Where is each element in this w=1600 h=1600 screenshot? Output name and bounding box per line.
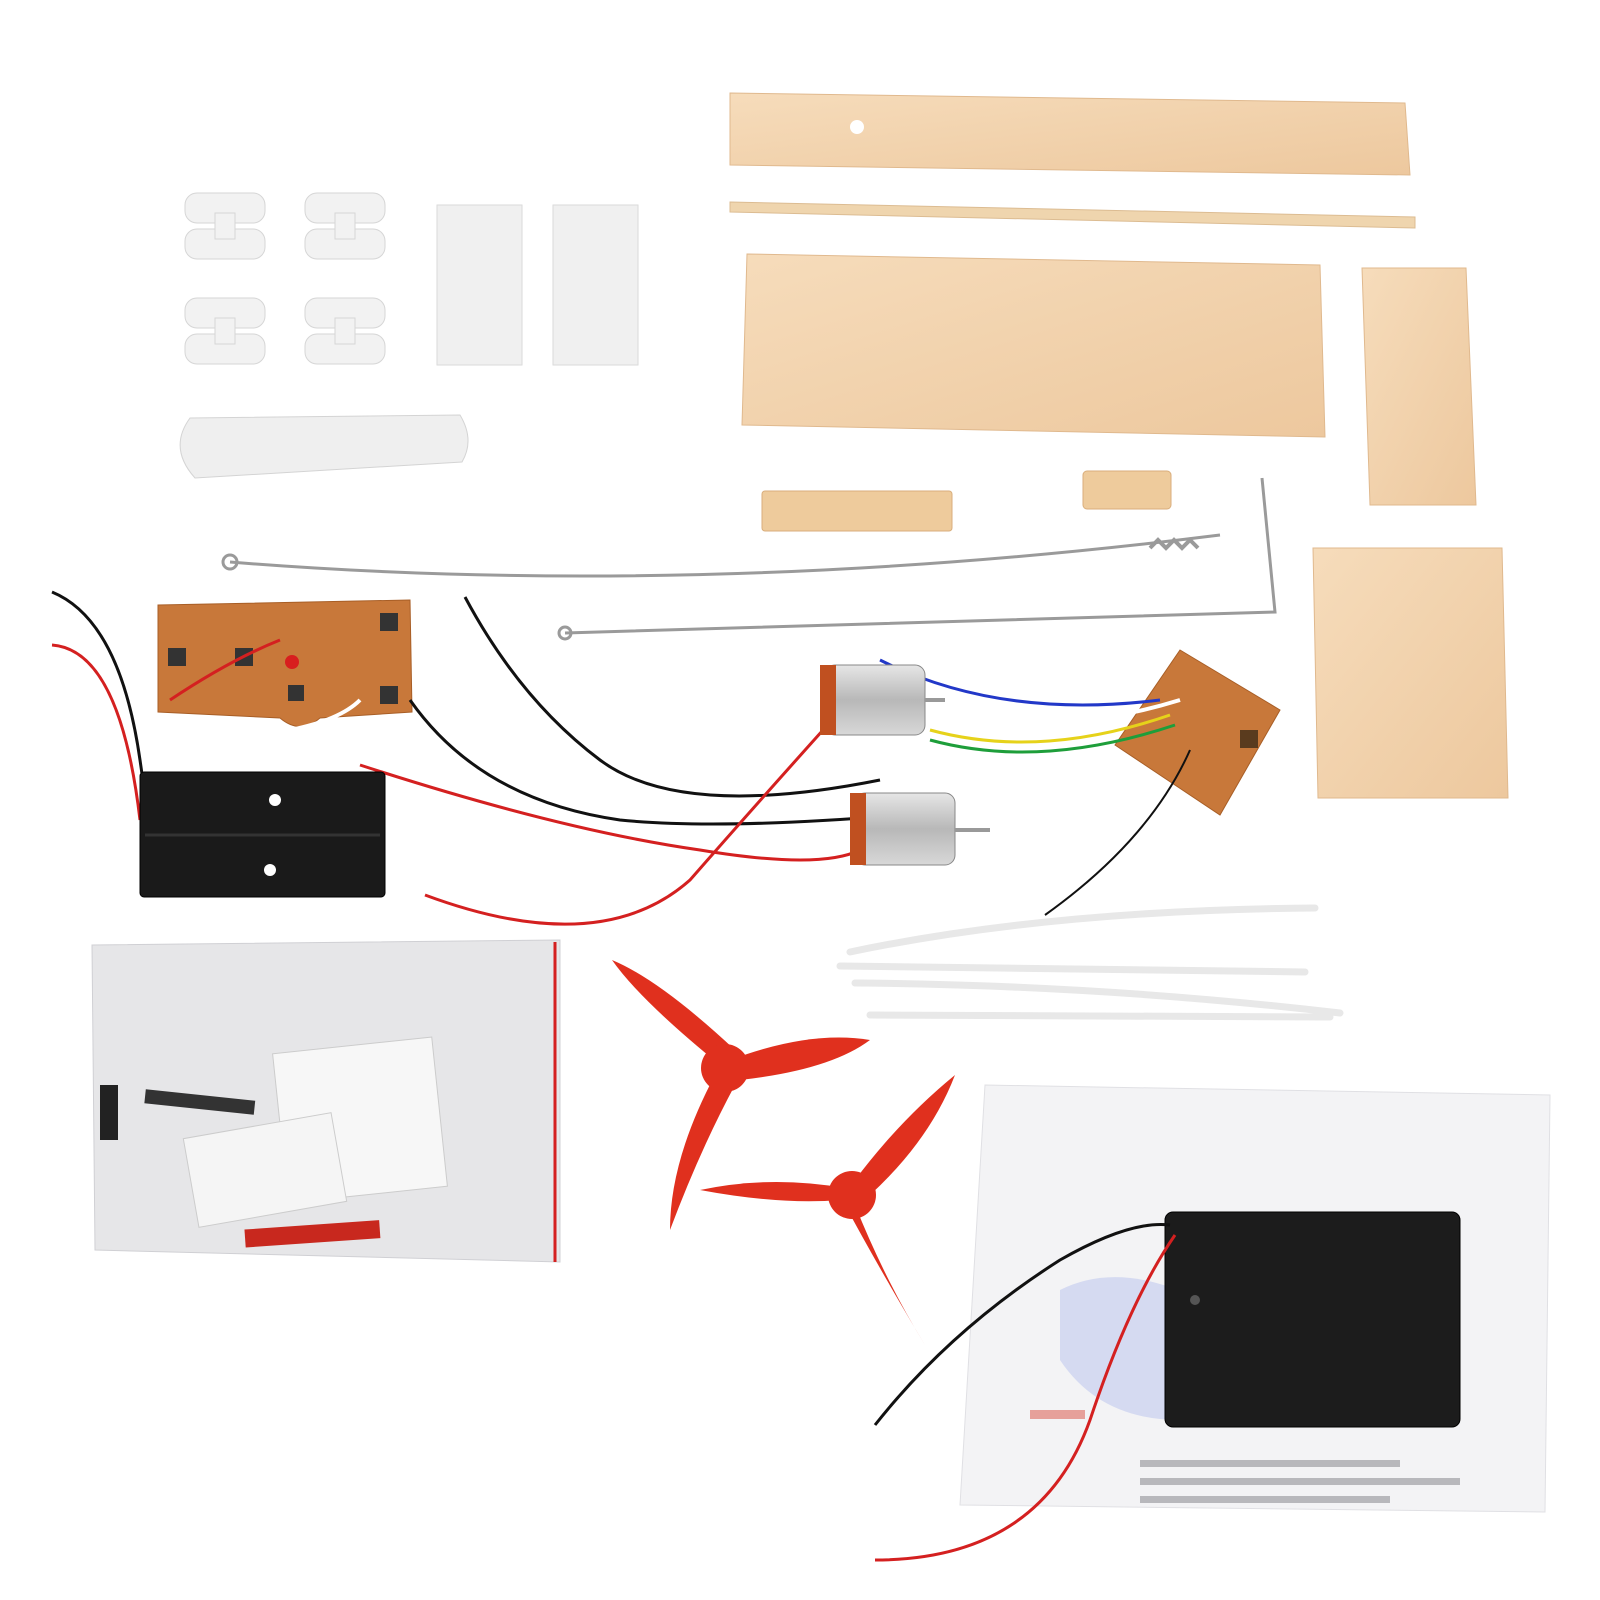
wood-pieces <box>729 92 1509 799</box>
foam-pad <box>552 204 639 366</box>
wood-block-small <box>1082 470 1172 510</box>
cable-ties <box>836 904 1344 1021</box>
zip-bag <box>91 939 561 1263</box>
motor <box>820 664 945 736</box>
clip <box>184 192 266 260</box>
battery-box-3xaa <box>1164 1211 1461 1428</box>
wood-block-long <box>761 490 953 532</box>
propeller <box>612 960 870 1230</box>
wood-board-large <box>741 253 1326 438</box>
plastic-clips <box>184 192 386 365</box>
propeller <box>700 1075 955 1345</box>
wood-board-square <box>1312 547 1509 799</box>
clip <box>304 297 386 365</box>
steel-rods <box>221 477 1277 641</box>
foam-pad <box>436 204 523 366</box>
clip <box>184 297 266 365</box>
receiver-pcb-component <box>1240 730 1258 748</box>
wood-strip-hole <box>850 120 864 134</box>
transmitter-pcb <box>157 599 413 727</box>
wood-strip-long <box>729 92 1411 176</box>
plastic-tube <box>179 414 469 479</box>
motor <box>850 792 990 866</box>
wood-dowel <box>729 201 1416 229</box>
instruction-sheet <box>873 1084 1551 1562</box>
wood-board-side <box>1361 267 1477 506</box>
battery-holder <box>139 771 386 898</box>
clip <box>304 192 386 260</box>
